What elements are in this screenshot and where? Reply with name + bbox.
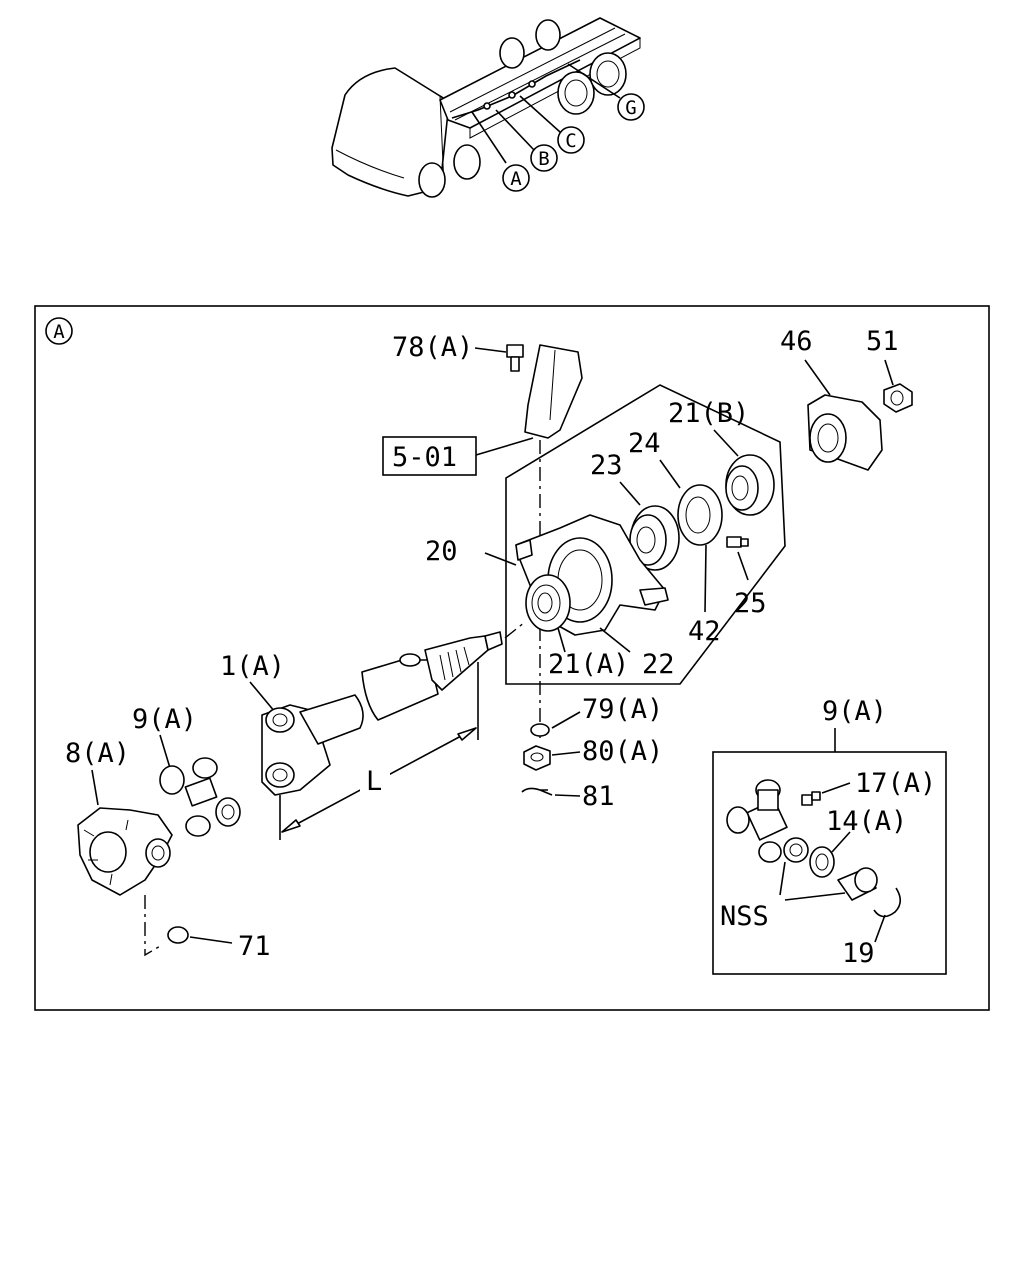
label-21b: 21(B) [668,398,749,429]
grease-nipple-17a [801,791,821,806]
truck-ref-b: B [530,144,558,172]
svg-text:G: G [625,97,636,119]
label-1a: 1(A) [220,651,285,682]
truck-ref-c: C [557,126,585,154]
universal-joint-9a [159,757,241,837]
bolt-78a [506,344,524,372]
label-46: 46 [780,326,813,357]
inset-universal-joint [726,779,809,863]
label-22: 22 [642,649,675,680]
inset-frame [712,751,947,975]
propeller-shaft-1a [261,631,503,796]
label-nss: NSS [720,901,769,932]
label-9a: 9(A) [132,704,197,735]
detail-panel-frame [34,305,990,1011]
label-23: 23 [590,450,623,481]
seal-21b [725,454,775,516]
bracket [524,344,583,439]
nut-80a [523,745,551,771]
svg-text:A: A [53,321,65,343]
flange-46 [807,394,883,471]
bearing-cup [837,867,878,901]
svg-text:A: A [510,168,522,190]
snap-ring-19 [873,887,902,918]
truck-ref-a: A [502,164,530,192]
svg-text:B: B [538,148,549,170]
label-20: 20 [425,536,458,567]
inset-title: 9(A) [822,696,887,727]
grease-nipple-25 [726,536,749,548]
wheel [418,162,446,198]
label-42: 42 [688,616,721,647]
label-14a: 14(A) [826,806,907,837]
label-71: 71 [238,931,271,962]
label-17a: 17(A) [855,768,936,799]
svg-text:C: C [565,130,576,152]
truck-frame [439,17,641,129]
seal-21a [525,574,571,632]
label-8a: 8(A) [65,738,130,769]
label-81: 81 [582,781,615,812]
wheel [589,52,627,96]
label-24: 24 [628,428,661,459]
wheel [499,37,525,69]
wheel [535,19,561,51]
bearing-23 [629,505,680,571]
nut-51 [883,383,913,413]
label-51: 51 [866,326,899,357]
wheel [453,144,481,180]
label-78a: 78(A) [392,332,473,363]
seal-14a [809,846,835,878]
label-21a: 21(A) [548,649,629,680]
wheel [557,71,595,115]
bearing-group-outline [505,384,786,685]
label-19: 19 [842,938,875,969]
svg-text:L: L [366,766,382,797]
label-80a: 80(A) [582,736,663,767]
nut-71 [167,926,189,944]
label-25: 25 [734,588,767,619]
washer-79a [530,723,550,737]
slinger-24 [677,484,723,546]
panel-ref-a: A [45,317,73,345]
dimension-l: L [279,662,479,840]
svg-text:5-01: 5-01 [392,442,457,473]
label-box-5-01[interactable]: 5-01 [382,436,477,476]
truck-overview: A B C G [331,17,645,198]
label-79a: 79(A) [582,694,663,725]
cotter-pin-81 [521,787,553,796]
truck-ref-g: G [617,93,645,121]
flange-yoke-8a [77,807,173,896]
